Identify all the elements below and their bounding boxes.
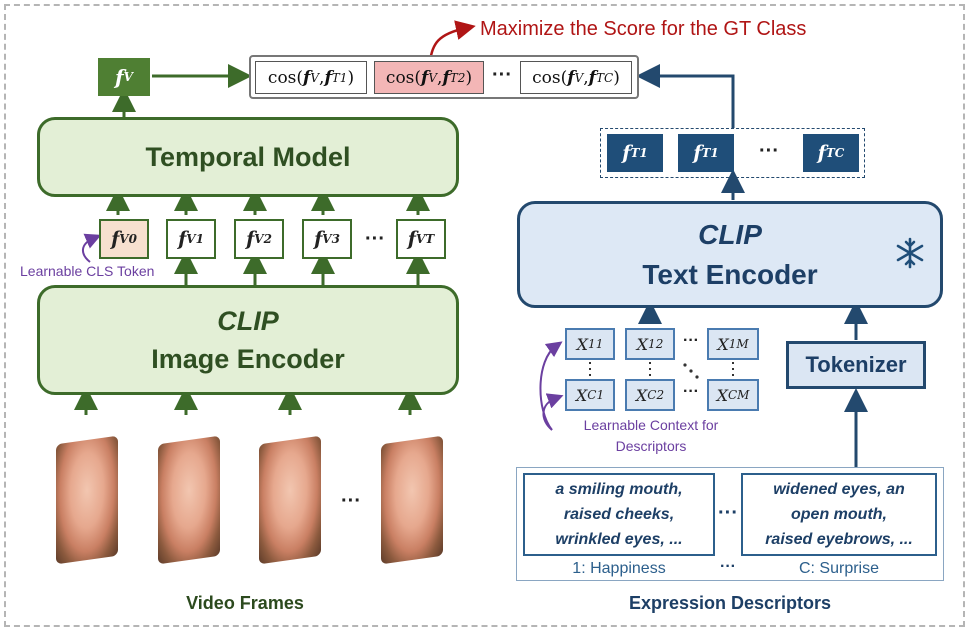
outer-frame bbox=[4, 4, 965, 627]
video-frame-1 bbox=[56, 435, 118, 565]
text-encoder: CLIP Text Encoder bbox=[517, 201, 943, 308]
class-label-happiness: 1: Happiness bbox=[572, 560, 666, 577]
video-frame-T bbox=[381, 435, 443, 565]
descriptor-happiness: a smiling mouth, raised cheeks, wrinkled… bbox=[523, 473, 715, 556]
context-label: Learnable Context for Descriptors bbox=[583, 417, 719, 454]
frames-ellipsis: ··· bbox=[341, 490, 361, 512]
class-ellipsis: ··· bbox=[720, 558, 736, 575]
image-encoder-label: Image Encoder bbox=[151, 344, 345, 374]
goal-text: Maximize the Score for the GT Class bbox=[480, 18, 807, 40]
snowflake-icon bbox=[893, 236, 927, 270]
video-frames-label: Video Frames bbox=[186, 593, 304, 613]
temporal-model-label: Temporal Model bbox=[145, 141, 351, 172]
image-encoder-clip: CLIP bbox=[217, 306, 279, 336]
tokenizer-label: Tokenizer bbox=[805, 352, 907, 377]
expression-descriptors-label: Expression Descriptors bbox=[628, 593, 832, 613]
text-encoder-label: Text Encoder bbox=[642, 258, 818, 290]
descriptor-ellipsis: ··· bbox=[718, 502, 738, 524]
video-frame-2 bbox=[158, 435, 220, 565]
text-feature-group bbox=[600, 128, 865, 178]
context-h-ellipsis-bottom: ··· bbox=[683, 383, 699, 400]
temporal-model: Temporal Model bbox=[37, 117, 459, 197]
descriptor-surprise: widened eyes, an open mouth, raised eyeb… bbox=[741, 473, 937, 556]
text-encoder-clip: CLIP bbox=[698, 218, 762, 250]
tokenizer: Tokenizer bbox=[786, 341, 926, 389]
image-encoder: CLIP Image Encoder bbox=[37, 285, 459, 395]
context-h-ellipsis-top: ··· bbox=[683, 332, 699, 349]
text-feature-ellipsis: ··· bbox=[759, 140, 779, 162]
score-ellipsis: ··· bbox=[492, 64, 512, 86]
class-label-surprise: C: Surprise bbox=[798, 560, 880, 577]
cls-token-label: Learnable CLS Token bbox=[20, 263, 155, 279]
video-frame-3 bbox=[259, 435, 321, 565]
token-ellipsis: ··· bbox=[365, 228, 385, 250]
